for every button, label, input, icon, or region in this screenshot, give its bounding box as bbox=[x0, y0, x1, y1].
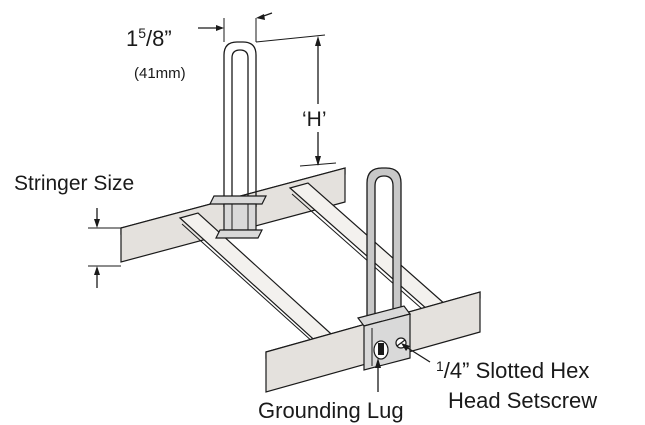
setscrew-leader bbox=[401, 343, 431, 363]
height-label: ‘H’ bbox=[302, 108, 327, 131]
grounding-lug bbox=[373, 340, 389, 360]
left-vertical-bracket bbox=[209, 41, 267, 239]
setscrew-label-line1: 1/4” Slotted Hex bbox=[436, 358, 589, 383]
grounding-lug-leader bbox=[375, 358, 381, 392]
right-vertical-bracket bbox=[356, 167, 412, 327]
width-label: 15/8” bbox=[126, 25, 172, 51]
stringer-size-dimension bbox=[88, 208, 121, 288]
grounding-lug-label: Grounding Lug bbox=[258, 398, 404, 423]
width-metric-label: (41mm) bbox=[134, 65, 186, 82]
height-dimension bbox=[255, 34, 337, 167]
setscrew-label-line2: Head Setscrew bbox=[448, 388, 597, 413]
stringer-size-label: Stringer Size bbox=[14, 172, 134, 195]
width-dimension bbox=[198, 12, 273, 42]
